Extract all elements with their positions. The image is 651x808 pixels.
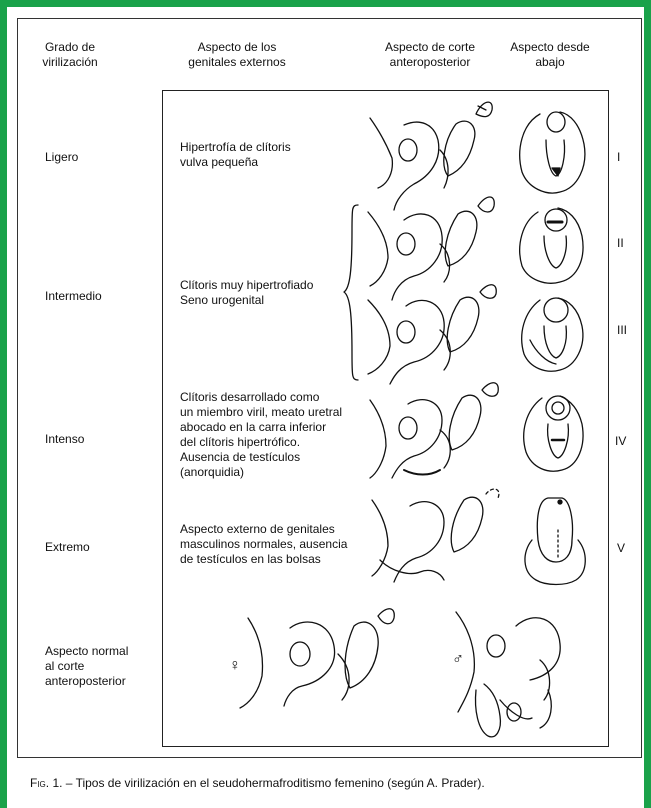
bottom-view-v <box>525 498 585 585</box>
normal-male-sagittal <box>456 612 560 737</box>
sagittal-view-iii <box>368 285 496 384</box>
caption-text: – Tipos de virilización en el seudoherma… <box>62 776 484 790</box>
bottom-view-iii <box>522 298 583 371</box>
bottom-view-i <box>520 112 585 193</box>
bottom-view-iv <box>524 396 583 471</box>
sagittal-view-v <box>372 489 499 582</box>
brace <box>344 205 358 380</box>
figure-caption: Fig. 1. – Tipos de virilización en el se… <box>30 776 485 790</box>
sagittal-view-ii <box>368 197 494 300</box>
normal-female-sagittal <box>240 609 394 708</box>
sagittal-view-iv <box>370 383 498 478</box>
sagittal-view-i <box>370 102 492 210</box>
caption-prefix: Fig. 1. <box>30 776 62 790</box>
bottom-view-ii <box>520 208 583 283</box>
